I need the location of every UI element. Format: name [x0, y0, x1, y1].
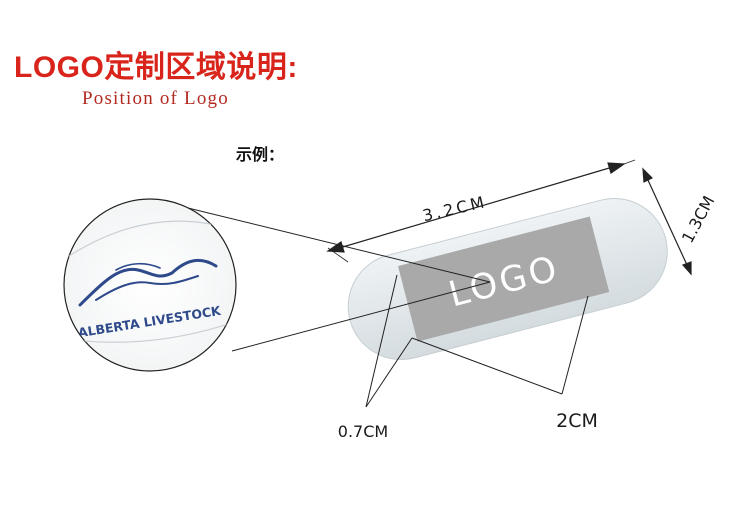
margin-leaders — [365, 274, 413, 408]
cattle-mountain-icon — [78, 258, 218, 307]
width-label: 1.3CM — [678, 193, 718, 246]
length-dimension — [326, 159, 636, 263]
page-subtitle: Position of Logo — [82, 88, 229, 109]
margin-label: 0.7CM — [338, 422, 388, 441]
logo-area — [398, 216, 610, 342]
product-tag: LOGO — [347, 197, 668, 361]
example-label: 示例： — [236, 145, 285, 164]
page-title: LOGO定制区域说明: — [14, 51, 298, 84]
length-label: 3.2CM — [421, 192, 489, 225]
width-dimension — [642, 167, 692, 276]
zoom-magnifier: ALBERTA LIVESTOCK — [63, 198, 237, 372]
logo-width-label: 2CM — [556, 410, 598, 432]
logo-width-leaders — [411, 295, 589, 395]
